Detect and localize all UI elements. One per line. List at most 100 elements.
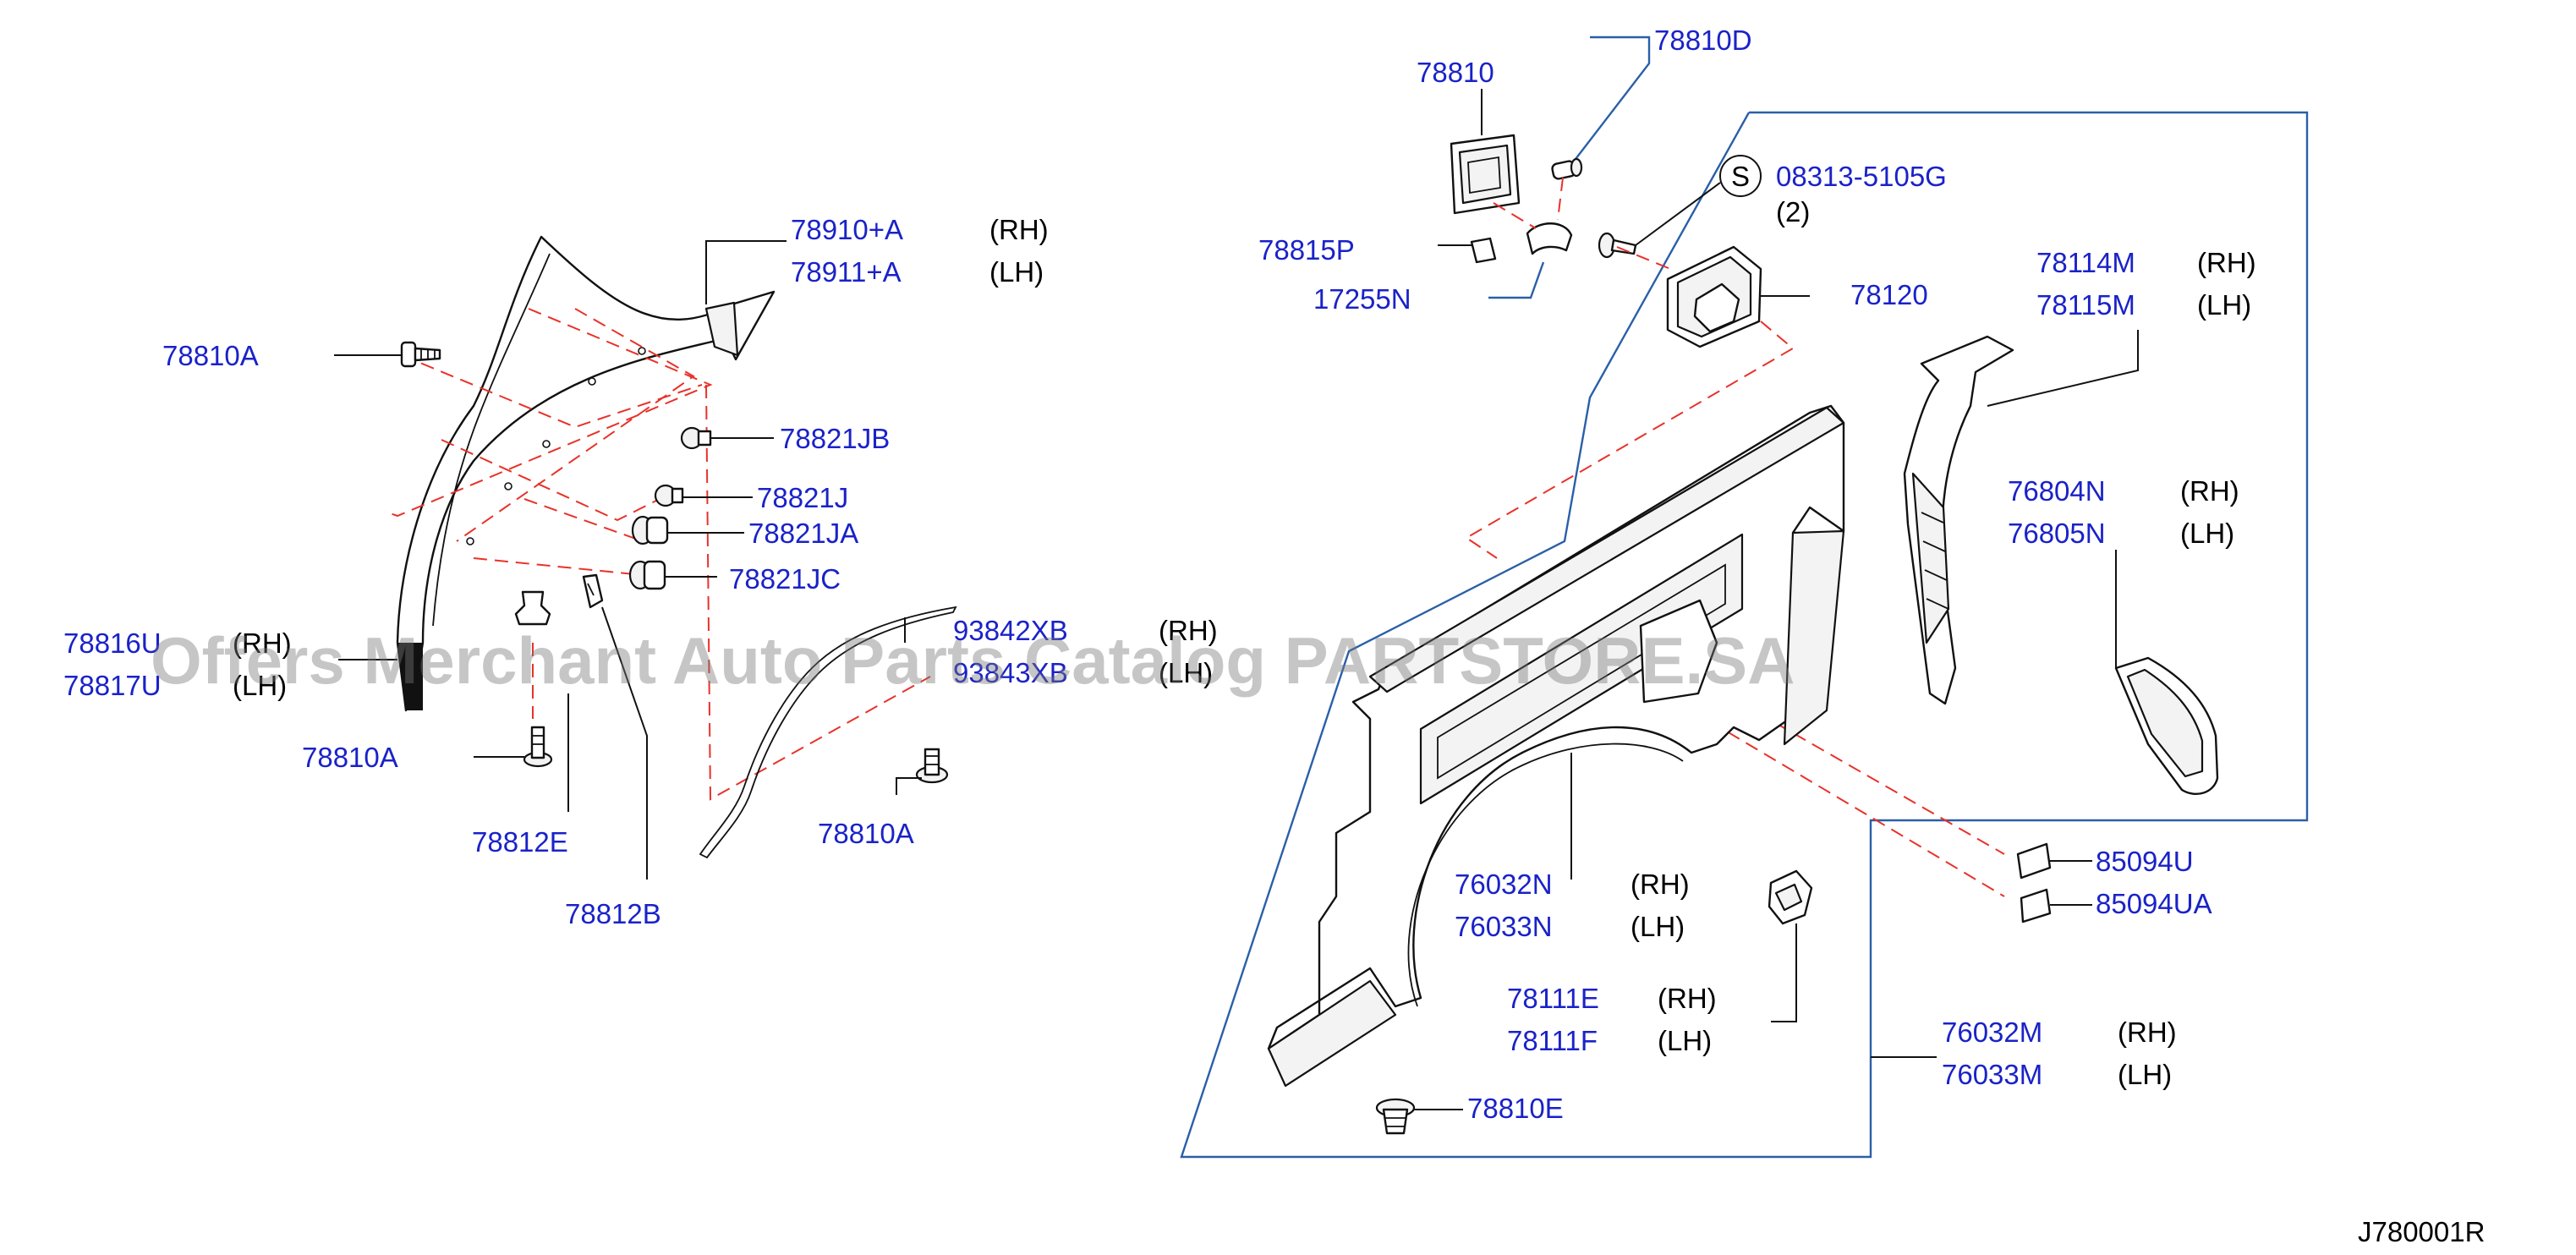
label-85094ua[interactable]: 85094UA [2096,888,2212,919]
side-78111f: (LH) [1658,1025,1712,1056]
label-76033m[interactable]: 76033M [1942,1059,2042,1090]
label-93843xb[interactable]: 93843XB [953,657,1068,688]
label-76033n[interactable]: 76033N [1455,911,1553,942]
label-78821jc[interactable]: 78821JC [729,563,841,595]
side-panel-arch-edge [1407,743,1684,1007]
top-dash-lines [1465,177,2005,897]
label-78111e[interactable]: 78111E [1507,983,1599,1014]
label-85094u[interactable]: 85094U [2096,846,2194,877]
label-78810[interactable]: 78810 [1417,57,1494,88]
label-78810a-left[interactable]: 78810A [302,742,398,773]
label-78910a[interactable]: 78910+A [791,214,903,245]
screw-78810a-bottom [523,726,553,768]
arch-molding-face [704,301,739,357]
push-clip-78812e [514,590,551,626]
side-76805n: (LH) [2180,518,2234,549]
side-78816u: (RH) [233,628,292,659]
clip-78821ja [631,515,669,545]
label-78821jb[interactable]: 78821JB [780,423,890,454]
label-78115m[interactable]: 78115M [2036,289,2135,321]
side-93843xb: (LH) [1159,657,1213,688]
side-panel-window [1419,533,1744,805]
label-78111f[interactable]: 78111F [1507,1025,1598,1056]
assembly-frame-line [1180,111,2309,1159]
side-panel-window-inner [1437,563,1726,780]
clip-78821jc [628,560,666,590]
pad-85094ua [2020,888,2052,923]
arch-molding-end-cap [397,643,423,710]
clip-78821j [654,484,684,507]
side-panel-recess [1639,599,1718,704]
part-labels: 78910+A (RH) 78911+A (LH) 78810A 78821JB… [63,25,2485,1247]
label-76032m[interactable]: 76032M [1942,1017,2042,1048]
screw-78810a-seal [915,748,949,784]
leader-17255n [1488,261,1545,299]
label-08313-5105g[interactable]: 08313-5105G [1776,161,1947,192]
leader-78810d [1572,36,1651,163]
side-93842xb: (RH) [1159,615,1218,646]
side-78817u: (LH) [233,670,287,701]
label-78815p[interactable]: 78815P [1258,234,1355,266]
bracket-78111e [1768,869,1813,925]
label-93842xb[interactable]: 93842XB [953,615,1068,646]
side-panel-76032n [1267,404,1845,1088]
qty-08313-5105g: (2) [1776,196,1810,227]
clip-78812b [582,573,604,609]
side-78910a: (RH) [989,214,1049,245]
side-78114m: (RH) [2197,247,2256,278]
label-78812e[interactable]: 78812E [472,826,568,858]
screw-78810a-top [400,341,441,368]
molding-dash-lines [384,308,931,801]
pad-85094u [2016,842,2052,880]
label-78810e[interactable]: 78810E [1467,1093,1564,1124]
clip-78821jb [680,426,712,450]
label-78911a[interactable]: 78911+A [791,256,902,288]
svg-text:S: S [1731,161,1750,192]
arch-molding-holes [466,347,646,545]
side-76033n: (LH) [1631,911,1685,942]
label-78810d[interactable]: 78810D [1654,25,1752,56]
filler-box-78120 [1666,245,1762,348]
screw-08313-5105g [1598,232,1637,259]
label-78821j[interactable]: 78821J [757,482,848,513]
side-panel-outer [1267,404,1845,1050]
seal-strip-93842xb [699,606,957,859]
label-17255n[interactable]: 17255N [1313,283,1411,315]
side-panel-bottom-rail [1267,979,1397,1088]
side-76032n: (RH) [1631,869,1690,900]
label-78114m[interactable]: 78114M [2036,247,2135,278]
side-76804n: (RH) [2180,475,2239,507]
bulb-78810d [1551,157,1583,180]
label-78812b[interactable]: 78812B [565,898,661,929]
lamp-housing-78810 [1450,134,1521,215]
side-76033m: (LH) [2118,1059,2172,1090]
clip-78815p [1470,237,1497,264]
screw-marker-s: S [1719,155,1762,197]
grommet-78810e [1375,1098,1416,1135]
cover-76804n [2114,656,2219,795]
label-76804n[interactable]: 76804N [2008,475,2106,507]
label-78120[interactable]: 78120 [1850,279,1928,310]
side-panel-rear-post [1783,529,1845,746]
label-78810a-top[interactable]: 78810A [162,340,259,371]
socket-17255n [1526,222,1573,255]
side-78911a: (LH) [989,256,1044,288]
side-78115m: (LH) [2197,289,2251,321]
watermark-text: Offers Merchant Auto Parts Catalog PARTS… [151,623,1795,698]
label-76805n[interactable]: 76805N [2008,518,2106,549]
diagram-reference-code: J780001R [2358,1216,2485,1247]
arch-molding-groove [432,253,551,627]
side-78111e: (RH) [1658,983,1717,1014]
label-78816u[interactable]: 78816U [63,628,162,659]
label-78817u[interactable]: 78817U [63,670,162,701]
side-panel-top-rail [1368,406,1845,693]
pillar-trim-78114m [1903,335,2014,705]
label-76032n[interactable]: 76032N [1455,869,1553,900]
side-76032m: (RH) [2118,1017,2177,1048]
leaders-left [334,240,922,880]
leaders-top-right [1438,89,1810,297]
label-78810a-seal[interactable]: 78810A [818,818,914,849]
label-78821ja[interactable]: 78821JA [748,518,858,549]
